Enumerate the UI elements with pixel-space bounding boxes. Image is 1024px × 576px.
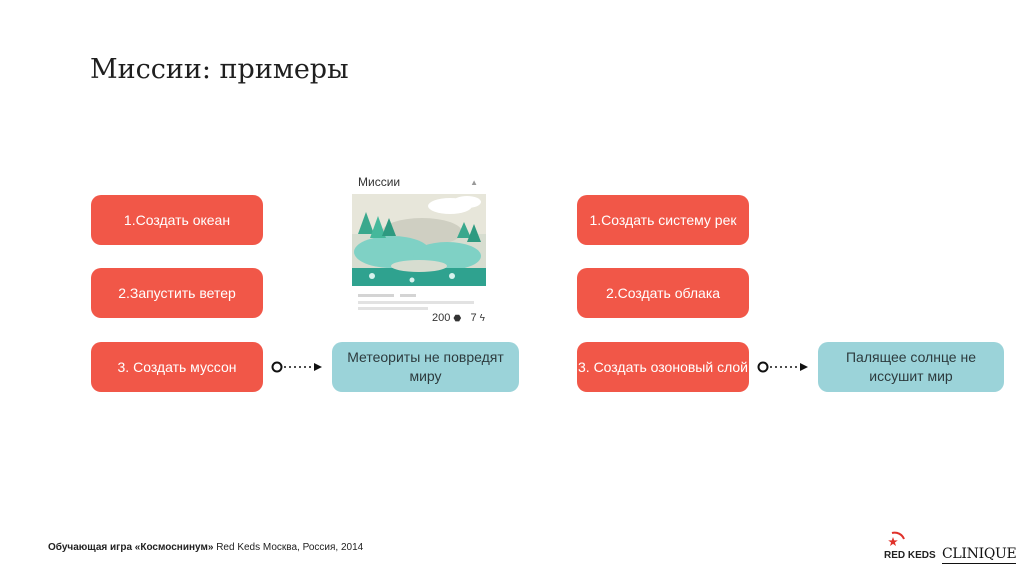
clinique-logo: CLINIQUE <box>942 546 1017 564</box>
footer-credits: Обучающая игра «Космоснинум» Red Keds Мо… <box>48 542 363 553</box>
star-icon <box>888 531 905 546</box>
left-mission-2: 2.Запустить ветер <box>91 268 263 318</box>
placeholder-line <box>358 301 474 304</box>
left-result: Метеориты не повредят миру <box>332 342 519 392</box>
points-value: 200 <box>432 312 451 324</box>
left-arrow-icon <box>271 361 322 373</box>
right-mission-3: 3. Создать озоновый слой <box>577 342 749 392</box>
right-mission-2: 2.Создать облака <box>577 268 749 318</box>
cog-icon: ⬣ <box>453 313 462 323</box>
left-mission-3: 3. Создать муссон <box>91 342 263 392</box>
placeholder-line <box>400 294 416 297</box>
footer-game: Обучающая игра «Космоснинум» <box>48 542 214 553</box>
footer-org: Red Keds Москва, Россия, 2014 <box>216 542 364 553</box>
right-result: Палящее солнце не иссушит мир <box>818 342 1004 392</box>
card-header: Миссии <box>358 175 401 189</box>
left-mission-1: 1.Создать океан <box>91 195 263 245</box>
caret-up-icon: ▲ <box>470 178 478 187</box>
placeholder-line <box>358 307 428 310</box>
red-keds-logo: RED KEDS <box>884 531 936 561</box>
placeholder-line <box>358 294 394 297</box>
right-arrow-icon <box>757 361 808 373</box>
mission-card: Миссии ▲ 200 ⬣ 7 ϟ <box>350 170 488 328</box>
landscape-illustration <box>352 194 486 286</box>
card-stats: 200 ⬣ 7 ϟ <box>432 312 485 324</box>
page-title: Миссии: примеры <box>90 54 349 85</box>
right-mission-1: 1.Создать систему рек <box>577 195 749 245</box>
lightning-icon: ϟ <box>479 313 485 324</box>
energy-value: 7 <box>470 312 477 324</box>
